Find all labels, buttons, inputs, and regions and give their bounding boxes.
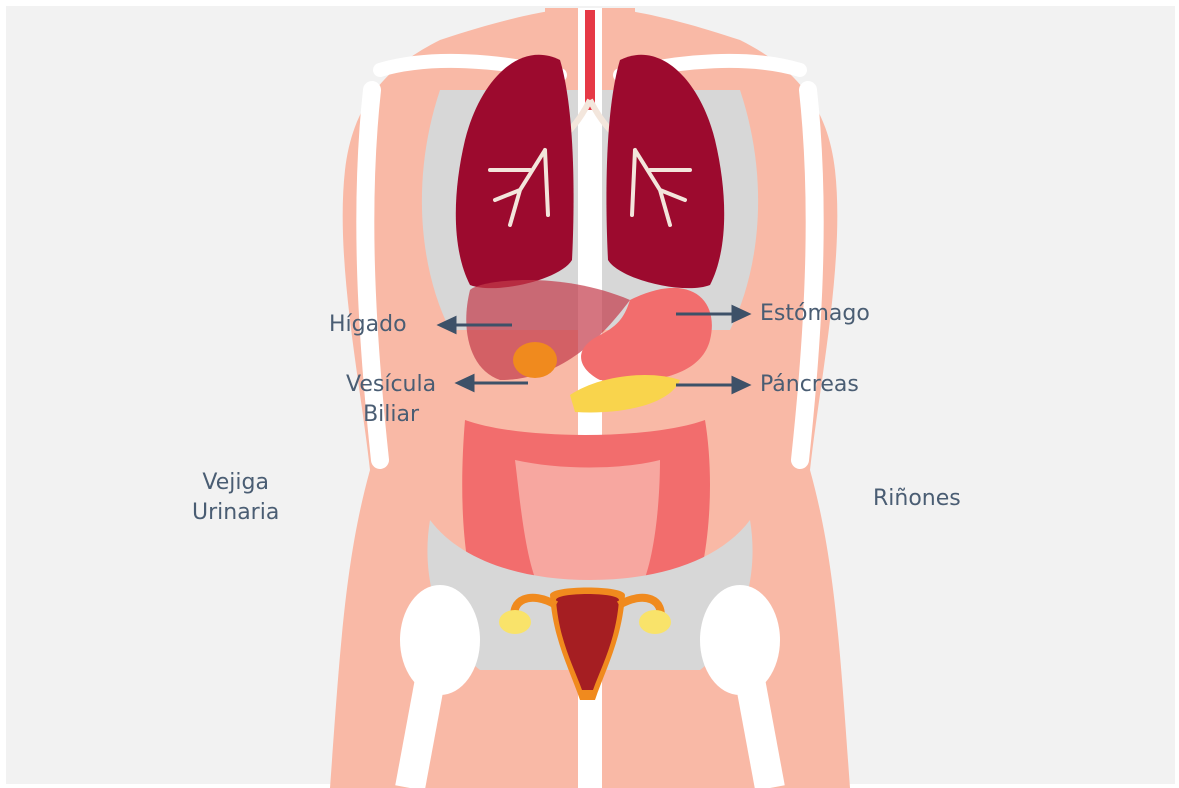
right-femur [750, 680, 770, 788]
label-gallbladder-line1: Vesícula [346, 370, 436, 400]
right-ovary [639, 610, 671, 634]
small-intestine [515, 460, 660, 590]
gallbladder [513, 342, 557, 378]
label-bladder-line2: Urinaria [192, 498, 279, 528]
left-hip-bone [400, 585, 480, 695]
left-ovary [499, 610, 531, 634]
label-gallbladder-line2: Biliar [346, 400, 436, 430]
label-gallbladder: Vesícula Biliar [346, 370, 436, 430]
label-bladder-line1: Vejiga [192, 468, 279, 498]
label-stomach: Estómago [760, 299, 870, 329]
left-femur [410, 680, 430, 788]
label-pancreas: Páncreas [760, 370, 859, 400]
right-hip-bone [700, 585, 780, 695]
label-kidneys: Riñones [873, 484, 961, 514]
label-bladder: Vejiga Urinaria [192, 468, 279, 528]
label-liver: Hígado [329, 310, 407, 340]
